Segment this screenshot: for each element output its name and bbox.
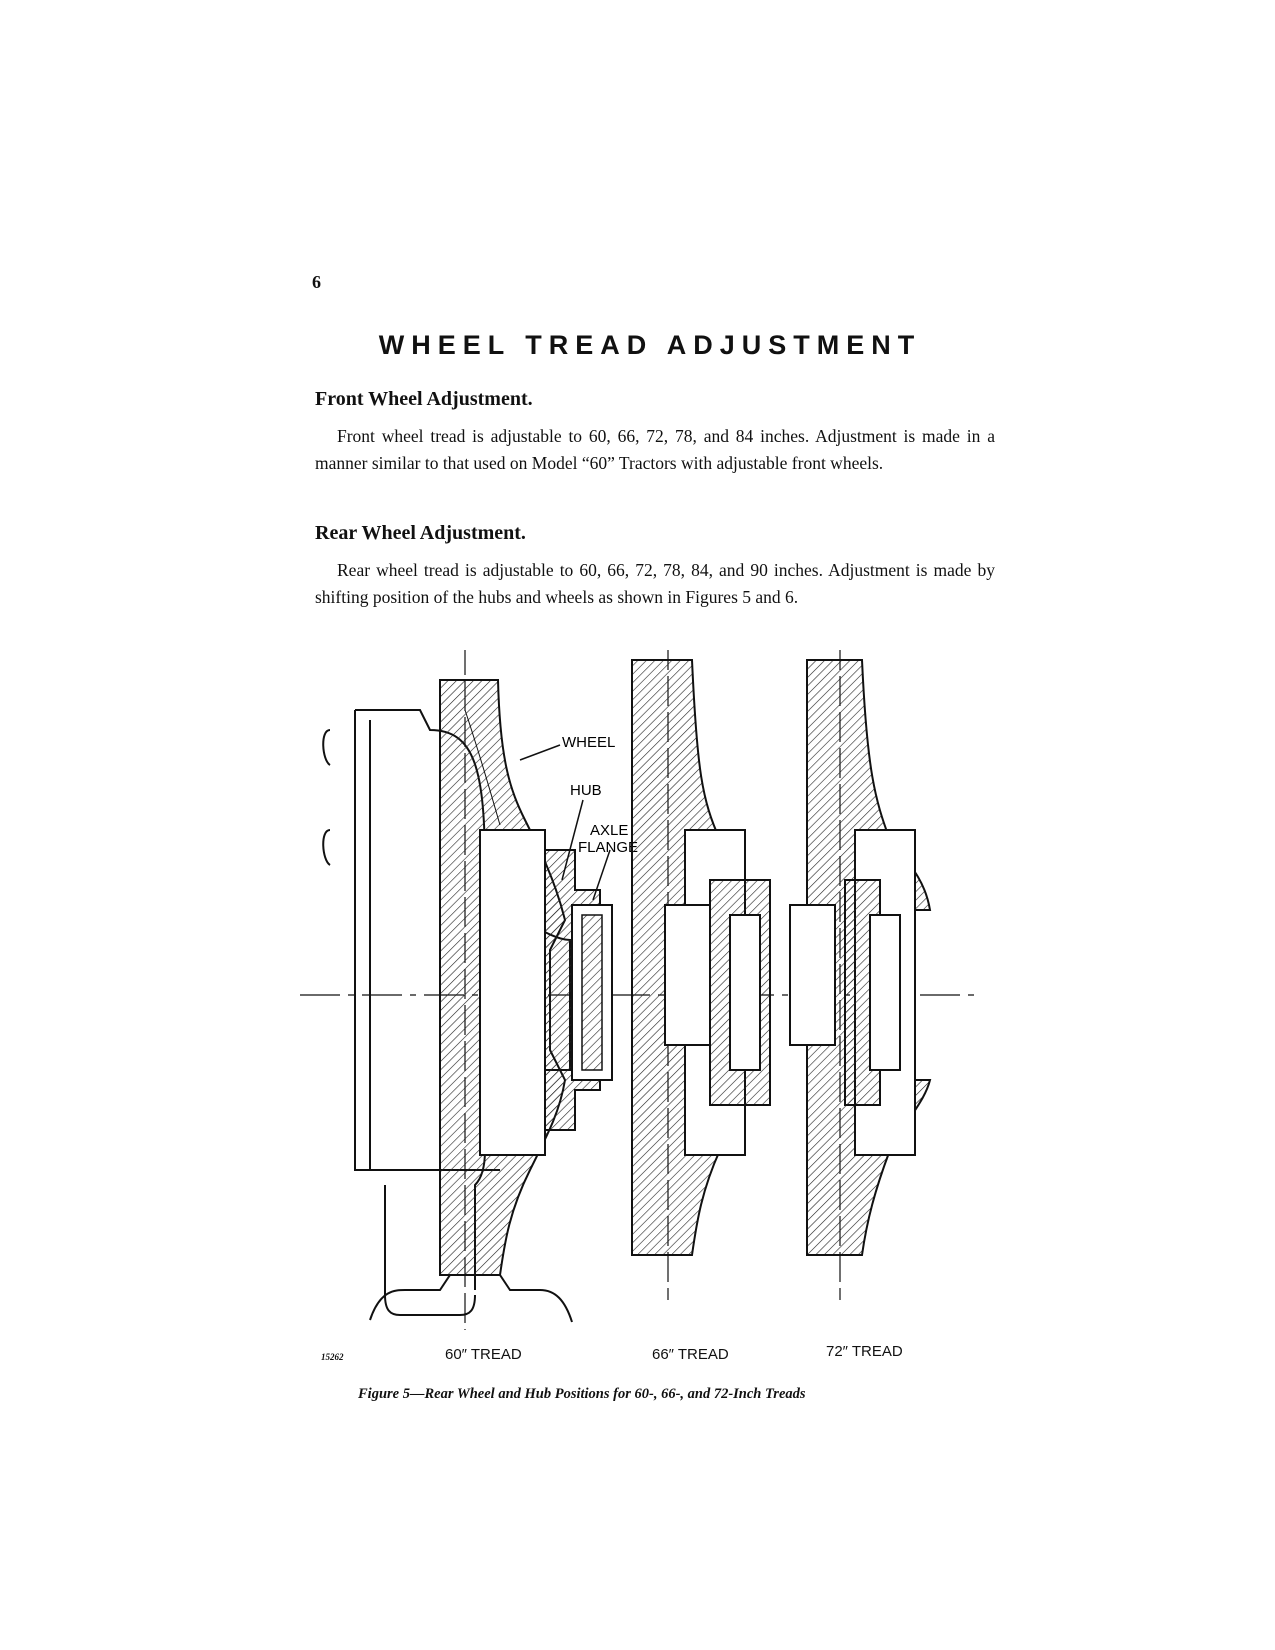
tread-label-66: 66″ TREAD (652, 1346, 729, 1363)
axle-label: AXLE (590, 822, 628, 839)
hub-label: HUB (570, 782, 602, 799)
figure-number: 15262 (321, 1352, 344, 1362)
wheel-hub-diagram: WHEEL HUB AXLE FLANGE (300, 650, 980, 1330)
tread-label-60: 60″ TREAD (445, 1346, 522, 1363)
page-title: WHEEL TREAD ADJUSTMENT (378, 330, 922, 360)
wheel-66-tread (631, 650, 771, 1300)
figure-caption: Figure 5—Rear Wheel and Hub Positions fo… (358, 1386, 806, 1402)
tread-label-72: 72″ TREAD (826, 1343, 903, 1360)
wheel-60-tread (439, 650, 613, 1330)
front-paragraph: Front wheel tread is adjustable to 60, 6… (315, 426, 995, 473)
front-heading: Front Wheel Adjustment. (315, 388, 533, 410)
axle-flange-callout: AXLE FLANGE (578, 822, 638, 901)
flange-label: FLANGE (578, 839, 638, 856)
rear-heading: Rear Wheel Adjustment. (315, 522, 526, 544)
wheel-label: WHEEL (562, 734, 615, 751)
rear-paragraph: Rear wheel tread is adjustable to 60, 66… (315, 560, 995, 607)
wheel-callout: WHEEL (519, 734, 615, 761)
page-number: 6 (312, 272, 321, 292)
tire-profile (369, 1274, 573, 1323)
hub-callout: HUB (561, 782, 602, 881)
wheel-72-tread (789, 650, 932, 1300)
